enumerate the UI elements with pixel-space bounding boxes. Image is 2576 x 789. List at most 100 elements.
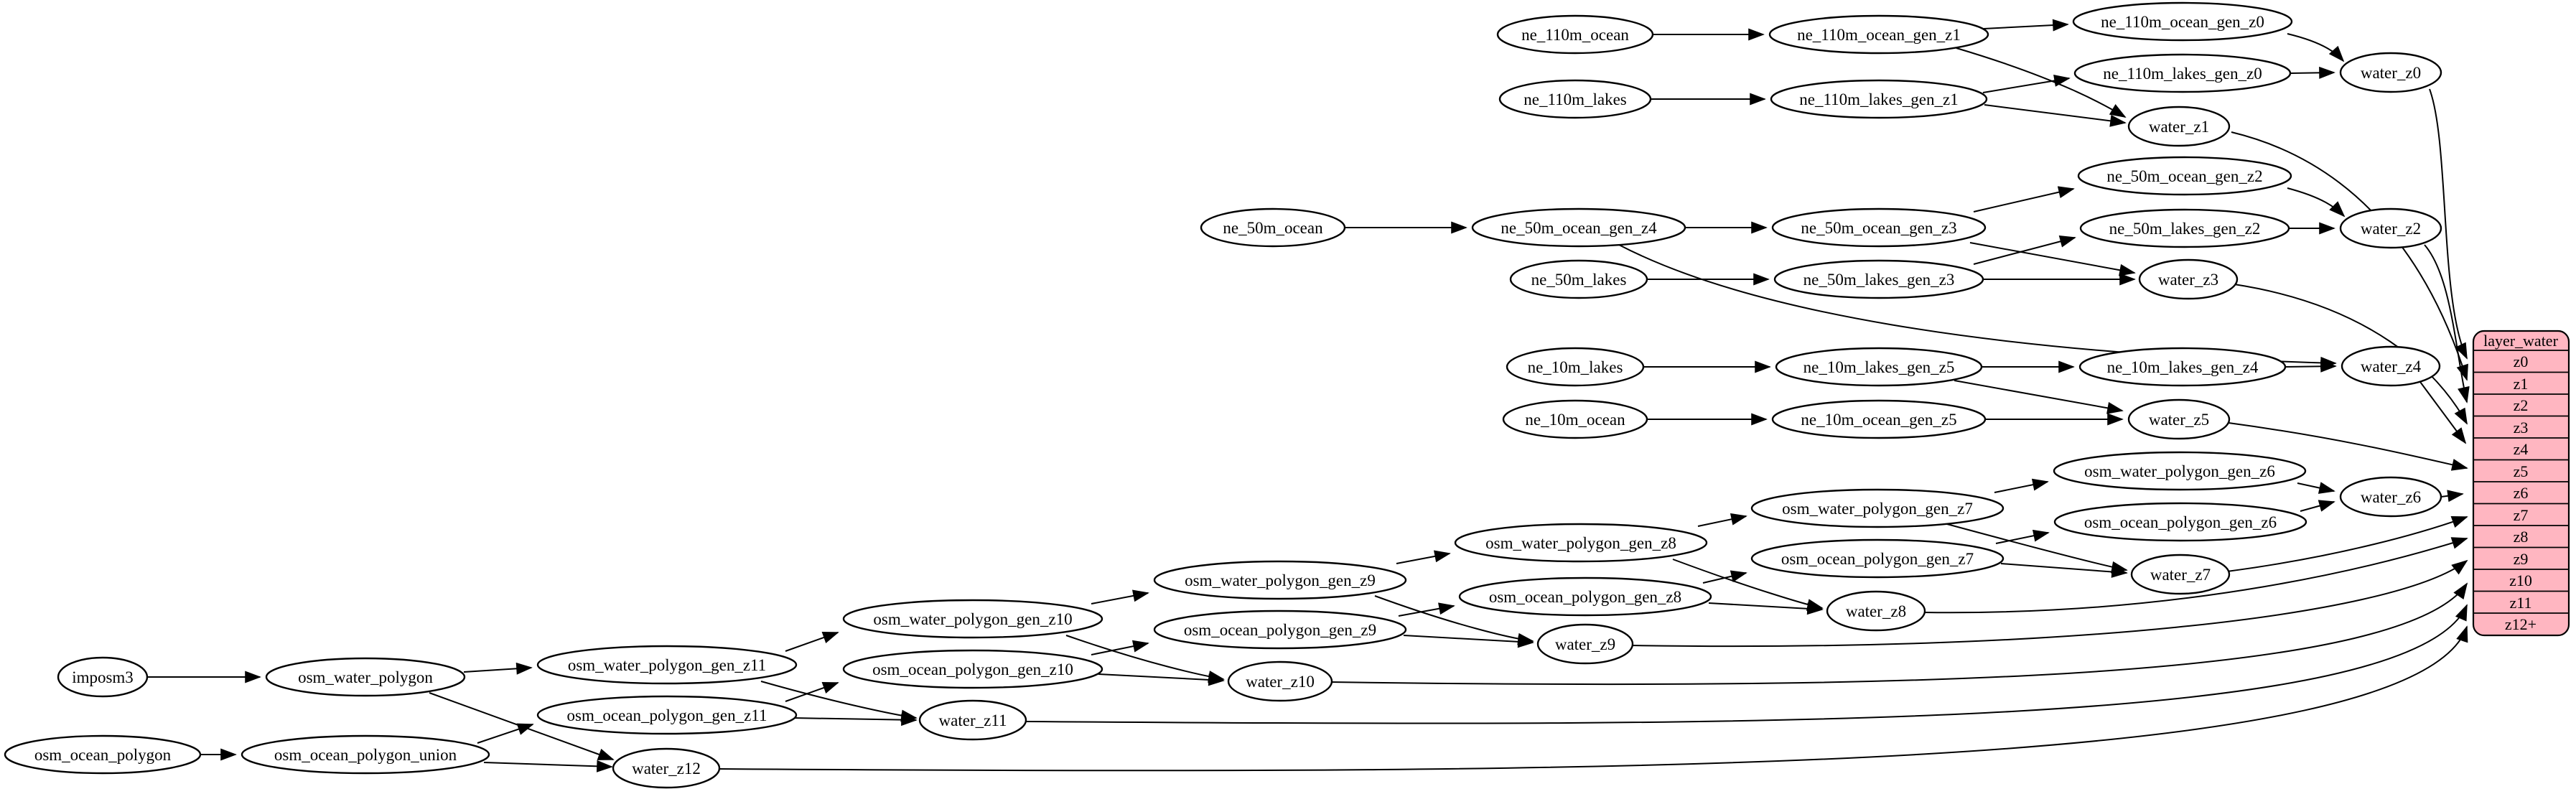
node-label: ne_110m_ocean_gen_z0 <box>2101 13 2264 31</box>
node-osm_ocean_polygon_gen_z10: osm_ocean_polygon_gen_z10 <box>842 649 1103 689</box>
node-ellipse <box>2138 258 2239 300</box>
node-label: ne_110m_lakes_gen_z1 <box>1799 90 1958 108</box>
layer-water-row-z6: z6 <box>2514 484 2529 502</box>
edge-osm_water_polygon_gen_z10--osm_water_polygon_gen_z9 <box>1091 589 1149 604</box>
node-ne_50m_ocean_gen_z2: ne_50m_ocean_gen_z2 <box>2077 156 2292 196</box>
node-label: ne_50m_ocean <box>1223 219 1323 237</box>
node-ellipse <box>842 599 1103 639</box>
layer-water-row-z12: z12+ <box>2505 615 2537 633</box>
edge-osm_ocean_polygon_gen_z7--water_z7 <box>2000 563 2128 578</box>
node-ellipse <box>2072 1 2293 42</box>
node-label: ne_110m_ocean_gen_z1 <box>1797 26 1961 44</box>
node-water_z0: water_z0 <box>2339 52 2442 93</box>
node-ellipse <box>2053 502 2307 542</box>
node-label: ne_50m_lakes_gen_z2 <box>2109 220 2261 238</box>
edge-ne_110m_lakes_gen_z1--ne_110m_lakes_gen_z0 <box>1982 75 2071 93</box>
node-osm_ocean_polygon: osm_ocean_polygon <box>4 734 202 775</box>
edge-osm_ocean_polygon_gen_z7--osm_ocean_polygon_gen_z6 <box>1995 529 2050 544</box>
edge-water_z11--row-z11 <box>1025 604 2468 724</box>
node-water_z5: water_z5 <box>2127 398 2231 440</box>
node-label: osm_ocean_polygon_union <box>274 746 457 764</box>
node-osm_ocean_polygon_gen_z9: osm_ocean_polygon_gen_z9 <box>1153 610 1407 650</box>
node-osm_water_polygon_gen_z11: osm_water_polygon_gen_z11 <box>536 645 798 685</box>
node-ellipse <box>2130 554 2231 595</box>
node-label: osm_ocean_polygon_gen_z8 <box>1489 588 1681 606</box>
layer-water-row-z7: z7 <box>2514 506 2529 524</box>
edge-osm_water_polygon--osm_water_polygon_gen_z11 <box>463 662 533 675</box>
layer-water-row-z4: z4 <box>2514 440 2529 458</box>
node-label: ne_110m_lakes <box>1523 90 1627 108</box>
node-ne_110m_lakes: ne_110m_lakes <box>1498 79 1652 119</box>
edge-ne_110m_ocean_gen_z1--water_z1 <box>1956 47 2127 118</box>
node-label: osm_water_polygon <box>298 668 433 686</box>
edge-osm_ocean_polygon_gen_z8--water_z8 <box>1708 602 1824 615</box>
node-water_z3: water_z3 <box>2138 258 2239 300</box>
node-ellipse <box>2339 476 2442 518</box>
node-label: ne_10m_lakes <box>1528 358 1623 376</box>
node-osm_ocean_polygon_gen_z6: osm_ocean_polygon_gen_z6 <box>2053 502 2307 542</box>
node-water_z10: water_z10 <box>1227 660 1333 702</box>
node-label: osm_water_polygon_gen_z6 <box>2084 462 2275 480</box>
node-ellipse <box>612 747 721 789</box>
node-ne_10m_lakes_gen_z5: ne_10m_lakes_gen_z5 <box>1775 347 1983 387</box>
node-ellipse <box>1498 79 1652 119</box>
edge-osm_ocean_polygon_union--osm_ocean_polygon_gen_z11 <box>477 723 534 744</box>
node-ellipse <box>265 657 466 697</box>
node-label: osm_water_polygon_gen_z11 <box>568 656 766 674</box>
node-ne_50m_lakes: ne_50m_lakes <box>1509 259 1648 299</box>
node-ne_10m_lakes: ne_10m_lakes <box>1506 347 1645 387</box>
layer-water-row-z9: z9 <box>2514 550 2529 568</box>
node-label: ne_10m_ocean <box>1525 411 1625 429</box>
node-water_z7: water_z7 <box>2130 554 2231 595</box>
node-ne_110m_ocean: ne_110m_ocean <box>1496 14 1654 55</box>
layer-water-title: layer_water <box>2483 332 2558 350</box>
node-label: ne_10m_lakes_gen_z5 <box>1803 358 1955 376</box>
node-water_z9: water_z9 <box>1536 623 1634 665</box>
node-osm_water_polygon: osm_water_polygon <box>265 657 466 697</box>
node-ellipse <box>1153 610 1407 650</box>
layer-water-row-z8: z8 <box>2514 528 2529 546</box>
edge-water_z7--row-z7 <box>2226 516 2468 572</box>
node-osm_ocean_polygon_gen_z8: osm_ocean_polygon_gen_z8 <box>1458 576 1712 617</box>
node-ellipse <box>2339 207 2442 249</box>
edge-osm_ocean_polygon_gen_z11--water_z11 <box>792 714 918 727</box>
edge-osm_ocean_polygon_gen_z10--osm_ocean_polygon_gen_z9 <box>1091 640 1149 655</box>
node-ne_50m_ocean: ne_50m_ocean <box>1200 207 1346 248</box>
node-label: water_z6 <box>2361 488 2421 506</box>
node-osm_water_polygon_gen_z9: osm_water_polygon_gen_z9 <box>1153 560 1407 600</box>
node-ellipse <box>1750 538 2005 579</box>
edge-osm_water_polygon_gen_z9--osm_water_polygon_gen_z8 <box>1396 550 1451 564</box>
edge-osm_water_polygon_gen_z6--water_z6 <box>2297 482 2335 494</box>
node-water_z6: water_z6 <box>2339 476 2442 518</box>
node-ne_110m_lakes_gen_z0: ne_110m_lakes_gen_z0 <box>2073 53 2292 93</box>
node-osm_water_polygon_gen_z10: osm_water_polygon_gen_z10 <box>842 599 1103 639</box>
node-ellipse <box>2053 451 2307 491</box>
node-label: water_z8 <box>1846 602 1906 620</box>
node-ne_110m_ocean_gen_z0: ne_110m_ocean_gen_z0 <box>2072 1 2293 42</box>
edge-water_z10--row-z10 <box>1330 582 2468 686</box>
edge-ne_10m_lakes_gen_z5--water_z5 <box>1954 380 2124 414</box>
node-label: water_z7 <box>2150 566 2211 584</box>
node-label: osm_ocean_polygon_gen_z11 <box>567 706 767 724</box>
node-label: ne_50m_lakes <box>1531 271 1627 289</box>
node-ellipse <box>1153 560 1407 600</box>
node-label: osm_water_polygon_gen_z7 <box>1782 500 1973 518</box>
edge-ne_110m_ocean_gen_z0--water_z0 <box>2287 33 2345 62</box>
edge-osm_ocean_polygon_union--water_z12 <box>483 760 613 772</box>
node-ellipse <box>1826 590 1926 632</box>
node-ellipse <box>4 734 202 775</box>
edge-osm_water_polygon_gen_z7--osm_water_polygon_gen_z6 <box>1994 478 2049 493</box>
node-label: water_z9 <box>1555 635 1615 653</box>
node-ellipse <box>2079 208 2290 248</box>
node-water_z2: water_z2 <box>2339 207 2442 249</box>
node-osm_ocean_polygon_union: osm_ocean_polygon_union <box>241 734 490 775</box>
node-label: water_z5 <box>2149 411 2209 429</box>
edge-water_z2--row-z2 <box>2424 244 2470 403</box>
node-ellipse <box>1750 488 2005 528</box>
node-ne_110m_ocean_gen_z1: ne_110m_ocean_gen_z1 <box>1768 14 1989 55</box>
node-label: water_z3 <box>2158 271 2218 289</box>
node-ne_110m_lakes_gen_z1: ne_110m_lakes_gen_z1 <box>1770 79 1988 119</box>
node-label: water_z11 <box>939 711 1007 729</box>
edge-water_z5--row-z5 <box>2228 422 2468 471</box>
